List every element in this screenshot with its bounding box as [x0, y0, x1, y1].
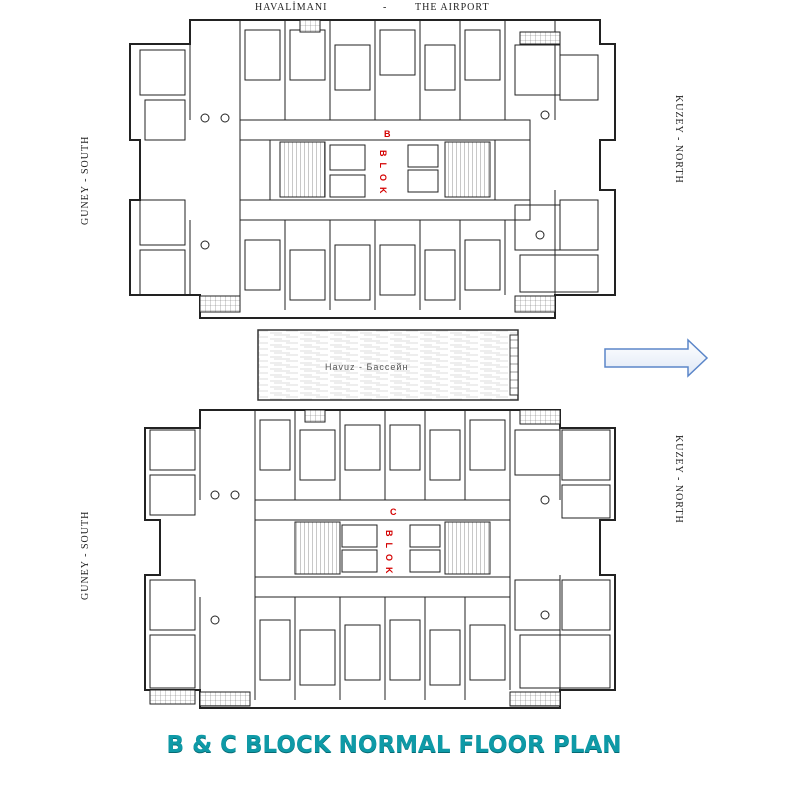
- c-block: [144, 409, 616, 709]
- c-block-letter: C: [390, 507, 397, 517]
- label-havalimani: HAVALİMANI: [255, 1, 327, 13]
- b-block-label: BLOK: [378, 150, 388, 200]
- page-title: B & C BLOCK NORMAL FLOOR PLAN: [166, 732, 622, 758]
- label-dash: -: [383, 2, 387, 13]
- direction-arrow-icon: [604, 338, 709, 378]
- label-guney-south-c: GUNEY - SOUTH: [80, 511, 91, 600]
- label-kuzey-north-c: KUZEY - NORTH: [673, 435, 684, 524]
- pool: [257, 329, 519, 401]
- c-block-label: BLOK: [384, 530, 394, 580]
- label-kuzey-north-b: KUZEY - NORTH: [673, 95, 684, 184]
- label-the-airport: THE AIRPORT: [415, 2, 490, 13]
- label-guney-south-b: GUNEY - SOUTH: [80, 136, 91, 225]
- b-block: [129, 19, 616, 319]
- pool-label: Havuz - Бассейн: [325, 362, 408, 372]
- b-block-letter: B: [384, 129, 391, 139]
